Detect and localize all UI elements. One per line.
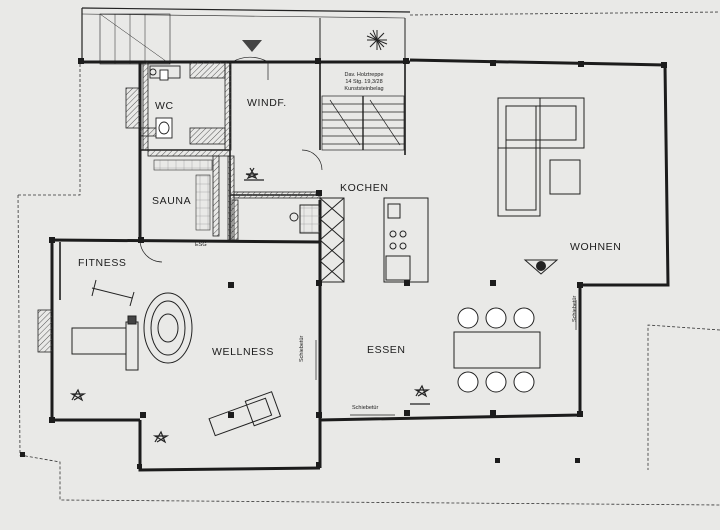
stair-note-line1: Dav. Holztreppe (344, 72, 384, 78)
stair-note: Dav. Holztreppe 14 Stg. 19,3/28 Kunstste… (332, 72, 396, 93)
sauna-bench (153, 159, 213, 171)
room-label-fitness: FITNESS (78, 257, 127, 269)
dining-chairs (457, 307, 535, 393)
door-label-esg: ESG (195, 242, 207, 248)
entry-arrow-icon (242, 40, 262, 52)
door-label-schiebetuer-3: Schiebetür (572, 295, 578, 322)
door-swings (139, 56, 323, 263)
sauna-bench-2 (195, 174, 211, 231)
sliding-doors (315, 300, 581, 420)
stair-note-line3: Kunststeinbelag (344, 86, 384, 92)
tv-icon (523, 259, 559, 275)
dining-table (453, 331, 541, 369)
hatched-walls (139, 61, 321, 241)
whirlpool-tub (143, 292, 193, 364)
room-label-windfang: WINDF. (247, 97, 287, 109)
wc-fixtures (149, 65, 181, 139)
upper-balcony (81, 7, 411, 65)
wellness-bench (208, 391, 282, 437)
door-label-schiebetuer-1: Schiebetür (299, 335, 305, 362)
room-label-sauna: SAUNA (152, 195, 192, 207)
room-label-wc: WC (155, 100, 174, 112)
window-left-lower (37, 309, 53, 353)
door-label-schiebetuer-2: Schiebetür (352, 405, 379, 411)
terrace-outline (17, 11, 720, 506)
plant-icons (69, 167, 431, 444)
sofa (497, 97, 585, 217)
window-left-upper (125, 87, 141, 129)
room-label-wellness: WELLNESS (212, 346, 274, 358)
fitness-equipment (71, 279, 139, 371)
plant-star-icon (366, 29, 388, 51)
room-label-wohnen: WOHNEN (570, 241, 622, 253)
staircase (321, 95, 405, 151)
stair-note-line2: 14 Stg. 19,3/28 (345, 79, 383, 85)
room-label-kochen: KOCHEN (340, 182, 389, 194)
columns (20, 58, 667, 469)
fan-icon (289, 212, 299, 222)
room-label-essen: ESSEN (367, 344, 406, 356)
